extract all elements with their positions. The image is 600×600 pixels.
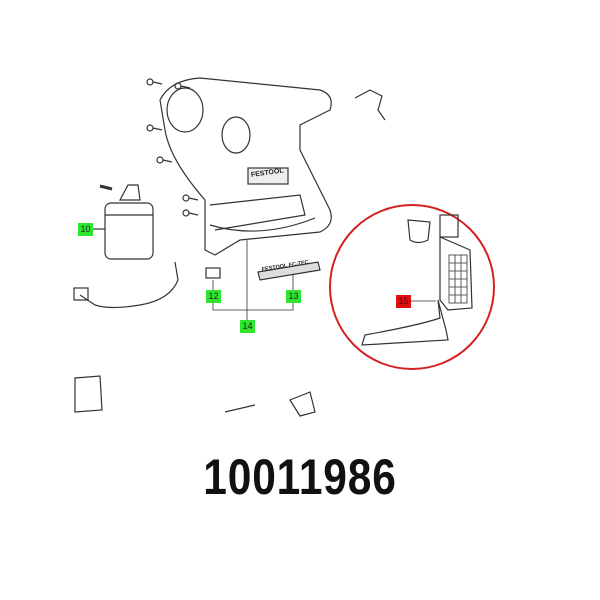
callout-15[interactable]: 15 — [396, 295, 411, 308]
switch-module — [361, 214, 473, 346]
callout-10[interactable]: 10 — [78, 223, 93, 236]
part-number: 10011986 — [203, 449, 397, 505]
leader-lines — [212, 240, 436, 320]
nameplate — [257, 261, 321, 281]
highlight-circle — [329, 204, 495, 370]
callout-12[interactable]: 12 — [206, 290, 221, 303]
screws — [99, 78, 199, 217]
callout-14[interactable]: 14 — [240, 320, 255, 333]
small-badge — [205, 267, 221, 279]
callout-13[interactable]: 13 — [286, 290, 301, 303]
drill-housing — [159, 77, 386, 256]
lower-parts — [74, 375, 316, 417]
motor — [73, 184, 179, 309]
